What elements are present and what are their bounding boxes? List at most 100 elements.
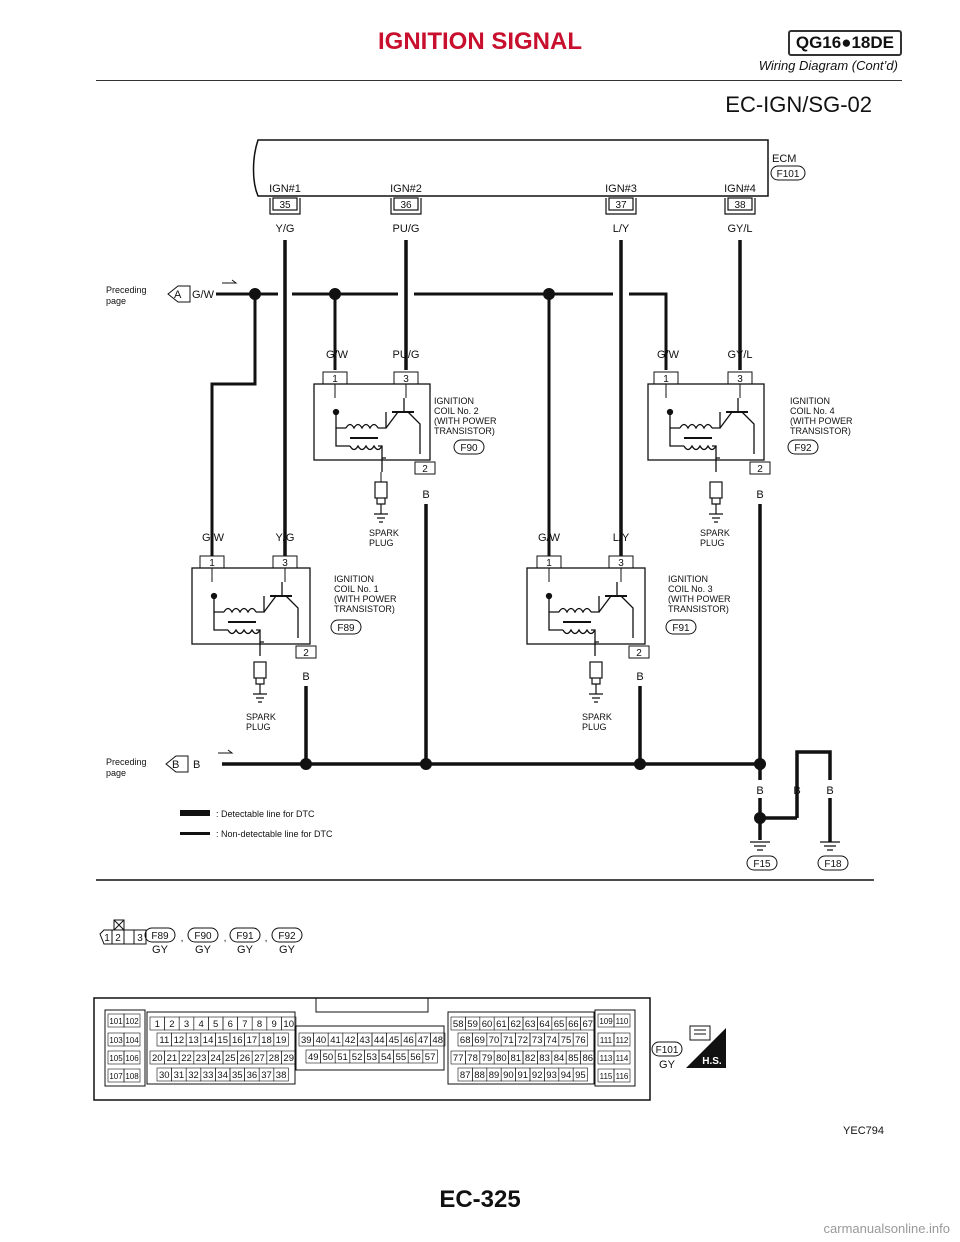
ecm-pin-number: 51 xyxy=(337,1052,348,1063)
svg-text:PLUG: PLUG xyxy=(582,722,607,732)
ecm-pin-number: 62 xyxy=(511,1019,522,1030)
svg-text:3: 3 xyxy=(137,933,143,944)
svg-text:3: 3 xyxy=(737,374,743,385)
ecm-pin-number: 101 xyxy=(109,1017,123,1026)
ignition-coil-4: G/W GY/L 1 3 2 B IGNITION COIL No. 4 (WI… xyxy=(647,349,853,501)
ecm-pin-number: 110 xyxy=(616,1017,629,1026)
ecm-pin: 36 xyxy=(400,200,412,211)
ecm-pin-number: 73 xyxy=(532,1035,543,1046)
ecm-pin-number: 20 xyxy=(152,1053,163,1064)
ecm-pin-number: 70 xyxy=(489,1035,500,1046)
svg-text:1: 1 xyxy=(104,933,110,944)
ecm-pin-number: 104 xyxy=(125,1036,139,1045)
svg-text:F101: F101 xyxy=(656,1045,679,1056)
ecm-pin-number: 7 xyxy=(242,1019,247,1030)
svg-text:SPARK: SPARK xyxy=(369,528,399,538)
svg-text:GY: GY xyxy=(279,944,296,956)
ecm-pin-number: 32 xyxy=(188,1070,199,1081)
ecm-pin-number: 38 xyxy=(276,1070,287,1081)
ecm-pin-number: 109 xyxy=(599,1017,613,1026)
ecm-pin-number: 48 xyxy=(432,1035,443,1046)
svg-text:3: 3 xyxy=(282,558,288,569)
svg-text:F101: F101 xyxy=(777,169,800,180)
ecm-pin-cell xyxy=(123,1032,141,1047)
svg-text:Y/G: Y/G xyxy=(276,532,295,544)
ecm-pin-number: 27 xyxy=(254,1053,265,1064)
svg-text:,: , xyxy=(265,933,268,944)
ecm-pin-number: 65 xyxy=(554,1019,565,1030)
hs-icon: H.S. xyxy=(686,1025,726,1068)
ignition-coil-3: G/W L/Y 1 3 2 B IGNITION COIL No. 3 (WIT… xyxy=(526,532,731,683)
svg-text:GY: GY xyxy=(152,944,169,956)
ecm-pin-number: 34 xyxy=(217,1070,228,1081)
preceding-page-b: Preceding page B B xyxy=(106,749,234,778)
ecm-pin-number: 17 xyxy=(247,1035,258,1046)
ecm-pin-number: 6 xyxy=(228,1019,233,1030)
ecm-pin-number: 30 xyxy=(159,1070,170,1081)
diagram-id: EC-IGN/SG-02 xyxy=(725,92,872,117)
ecm-pin: 38 xyxy=(734,200,746,211)
ecm-pin-number: 43 xyxy=(359,1035,370,1046)
ecm-connector-face xyxy=(93,997,651,1101)
page-subtitle: Wiring Diagram (Cont’d) xyxy=(758,58,898,73)
svg-text:IGNITION: IGNITION xyxy=(668,574,708,584)
svg-text:F90: F90 xyxy=(460,443,478,454)
ecm-pin-cell xyxy=(572,1032,588,1047)
ecm-pin-number: 40 xyxy=(316,1035,327,1046)
svg-text:2: 2 xyxy=(115,933,121,944)
ecm-pin-number: 47 xyxy=(418,1035,429,1046)
ecm-pin-number: 28 xyxy=(269,1053,280,1064)
ecm-pin-number: 53 xyxy=(366,1052,377,1063)
ecm-pin-number: 3 xyxy=(184,1019,189,1030)
svg-text:GY: GY xyxy=(195,944,212,956)
svg-text:L/Y: L/Y xyxy=(613,532,630,544)
ecm-pin-number: 79 xyxy=(482,1053,493,1064)
ecm-pin-number: 26 xyxy=(240,1053,251,1064)
ecm-pin-number: 114 xyxy=(616,1054,629,1063)
section-title: IGNITION SIGNAL xyxy=(378,28,582,55)
svg-text:1: 1 xyxy=(663,374,669,385)
bus-junctions xyxy=(249,288,555,300)
svg-text:,: , xyxy=(181,933,184,944)
ecm-pin-cell xyxy=(123,1013,141,1028)
ecm-pin-number: 63 xyxy=(525,1019,536,1030)
spark-plug-symbols xyxy=(253,481,723,703)
svg-text:COIL No. 3: COIL No. 3 xyxy=(668,584,713,594)
ecm-pin-number: 52 xyxy=(352,1052,363,1063)
svg-text:TRANSISTOR): TRANSISTOR) xyxy=(668,604,729,614)
ground-wire-color: B xyxy=(826,785,833,797)
ecm-pin-number: 77 xyxy=(453,1053,464,1064)
svg-text:B: B xyxy=(422,489,429,501)
svg-text:TRANSISTOR): TRANSISTOR) xyxy=(790,426,851,436)
ground-wires xyxy=(222,504,832,842)
svg-text:(WITH POWER: (WITH POWER xyxy=(668,594,731,604)
page-number: EC-325 xyxy=(439,1186,521,1213)
svg-text:PLUG: PLUG xyxy=(369,538,394,548)
svg-text:F89: F89 xyxy=(337,623,355,634)
ecm-pin-number: 82 xyxy=(525,1053,536,1064)
ecm-pin-number: 93 xyxy=(546,1070,557,1081)
ecm-pin-number: 64 xyxy=(539,1019,550,1030)
svg-text:COIL No. 2: COIL No. 2 xyxy=(434,406,479,416)
ground-tags: F15 F18 xyxy=(746,855,849,871)
ecm-pin-cell xyxy=(580,1016,596,1031)
ignition-coil-1: G/W Y/G 1 3 2 B IGNITION COIL No. 1 (WIT… xyxy=(191,532,397,683)
ecm-pin: 35 xyxy=(279,200,291,211)
ecm-terminal-name: IGN#2 xyxy=(390,183,422,195)
ecm-pin-number: 88 xyxy=(474,1070,485,1081)
ecm-terminal-name: IGN#4 xyxy=(724,183,756,195)
header-rule xyxy=(96,80,902,81)
model-badge: QG16●18DE xyxy=(787,30,902,56)
ecm-pin-number: 33 xyxy=(203,1070,214,1081)
svg-text:(WITH POWER: (WITH POWER xyxy=(434,416,497,426)
ignition-coil-2: G/W PU/G 1 3 2 B IGNITION COIL No. 2 (WI… xyxy=(313,349,497,501)
ecm-pin-number: 76 xyxy=(575,1035,586,1046)
svg-text:PLUG: PLUG xyxy=(700,538,725,548)
ecm-pin-number: 115 xyxy=(600,1072,613,1081)
ecm-pin-number: 21 xyxy=(167,1053,178,1064)
svg-text:A: A xyxy=(174,289,182,301)
ecm-pin-cell xyxy=(613,1032,631,1047)
